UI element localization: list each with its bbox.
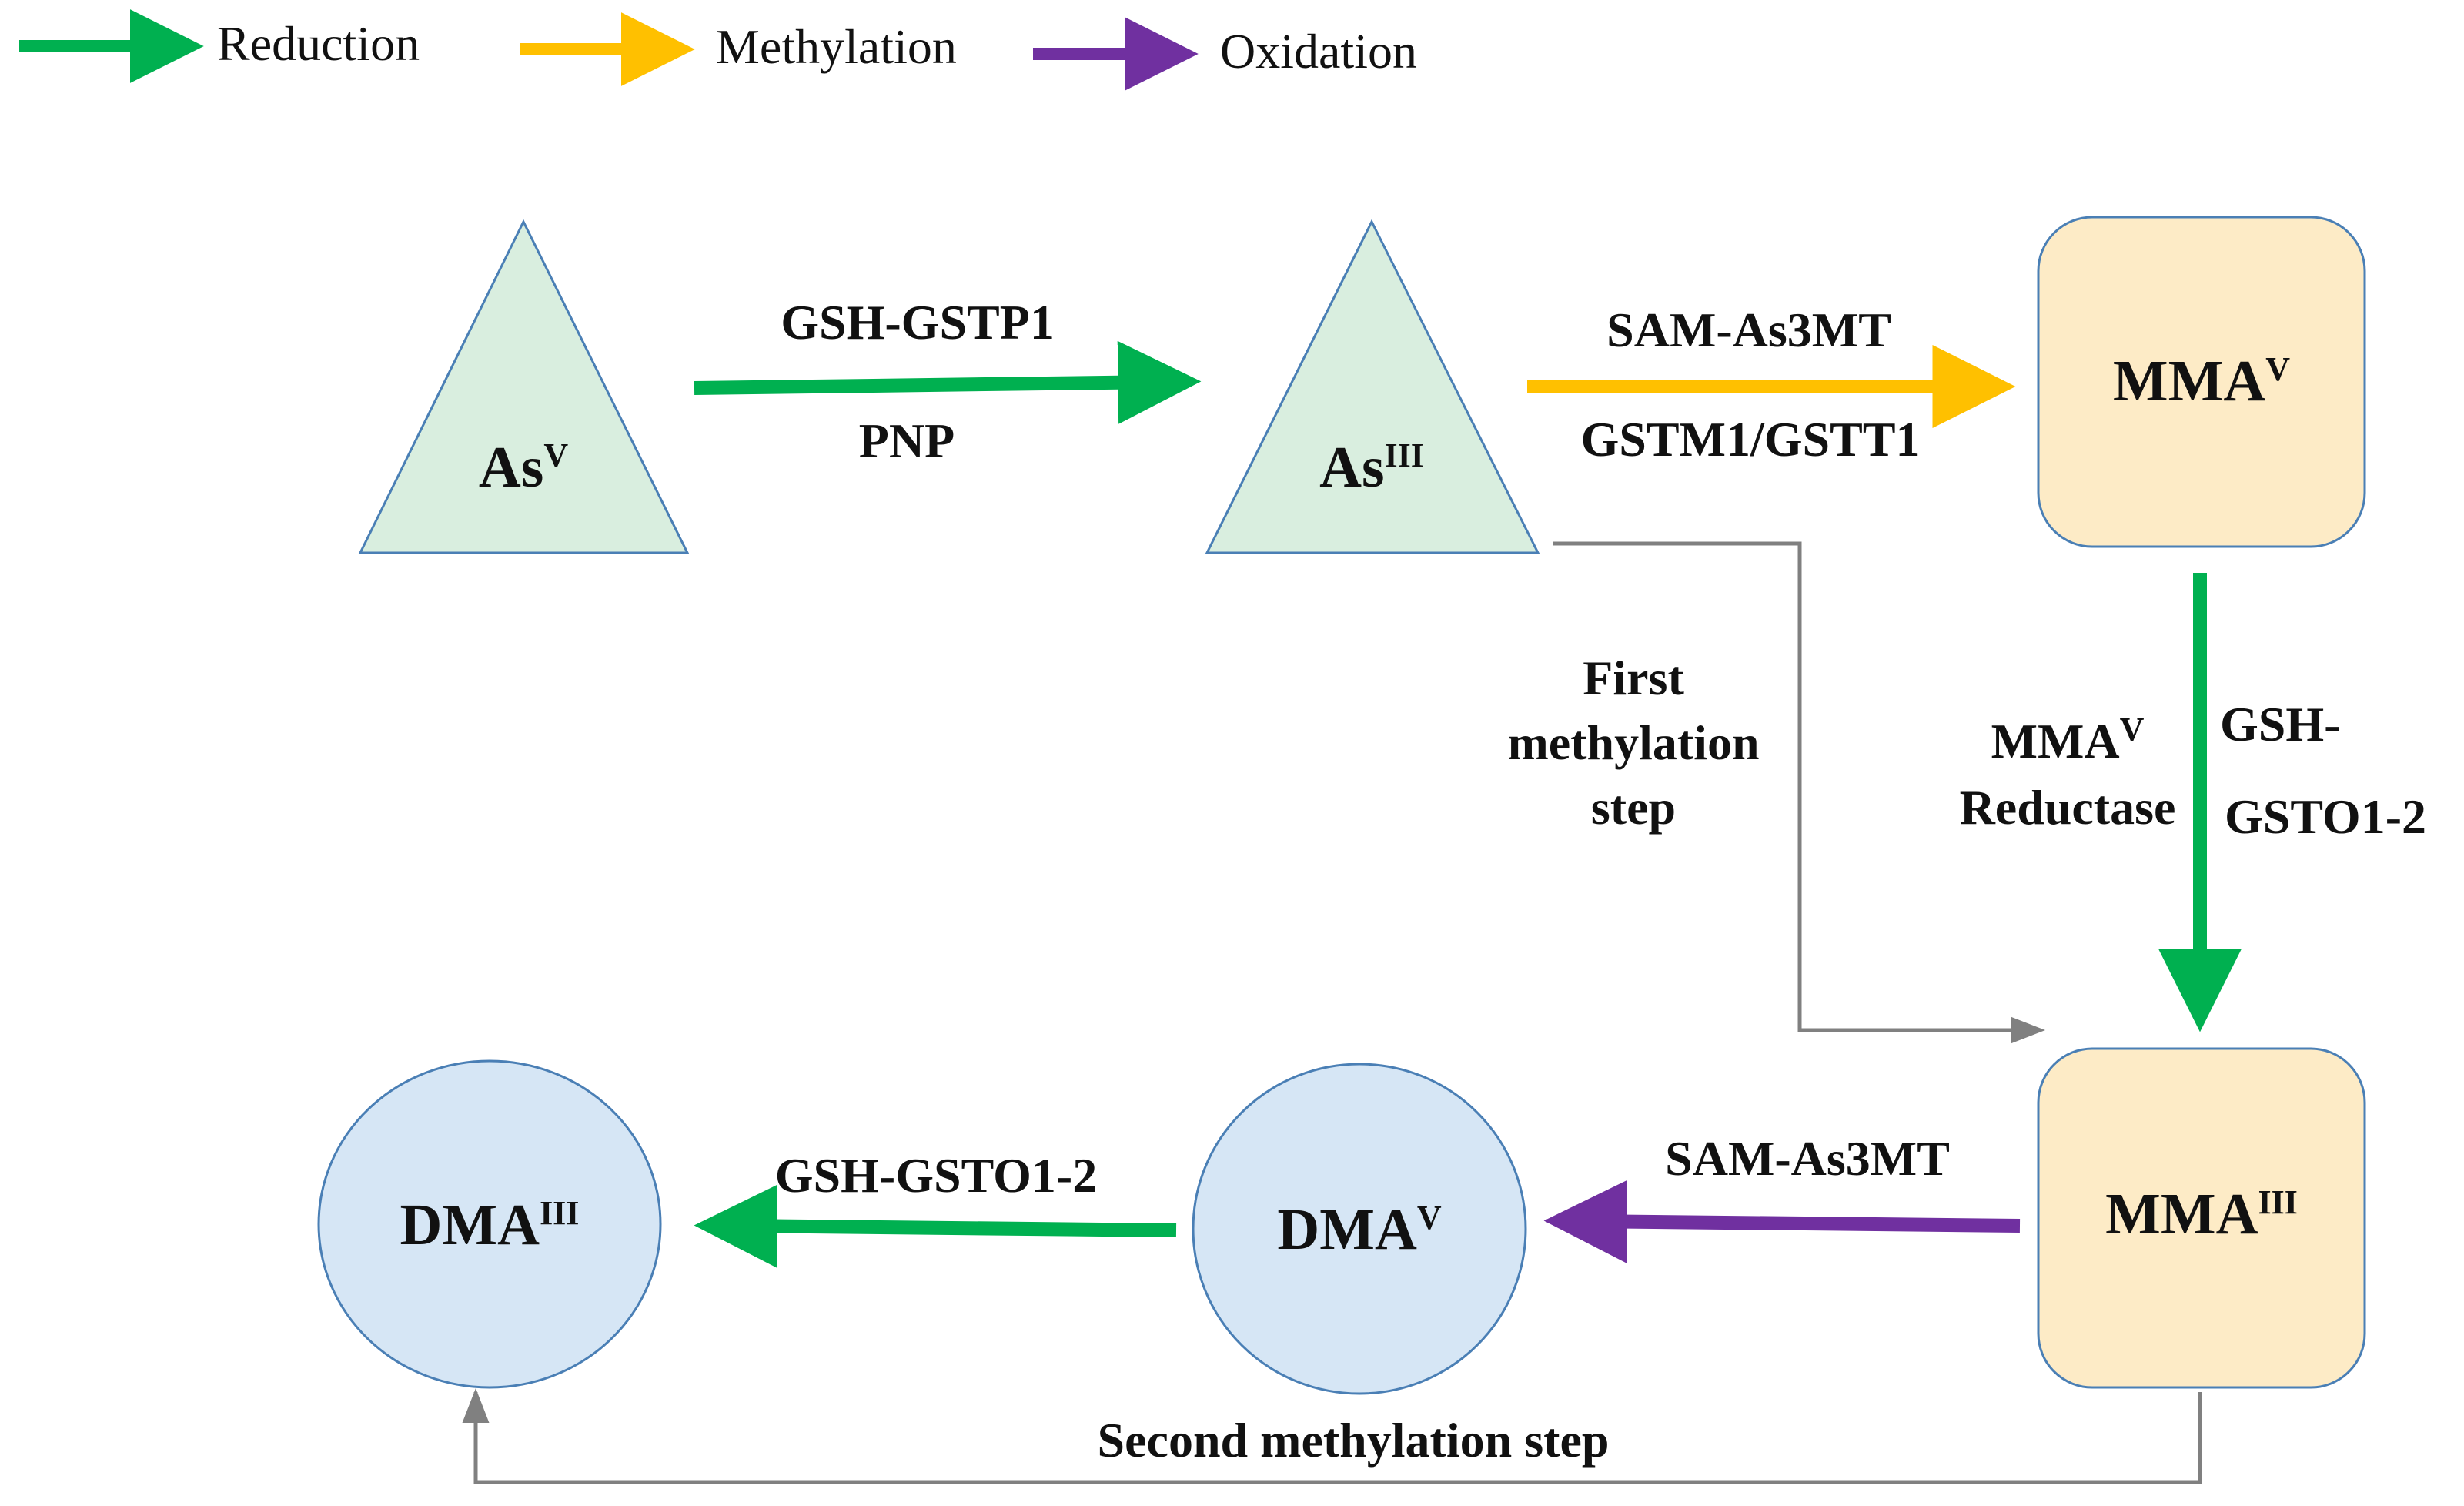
node-dma-iii: DMAIII [317, 1059, 662, 1389]
legend-reduction-label: Reduction [217, 16, 420, 71]
label-mma-v-reductase-line2: Reductase [1960, 780, 2176, 835]
dma-v-circle [1192, 1063, 1527, 1395]
node-mma-v: MMAV [2037, 216, 2366, 548]
as-v-label: AsV [479, 435, 568, 500]
label-gsh-gsto1-2: GSH-GSTO1-2 [775, 1148, 1097, 1203]
dma-iii-label: DMAIII [400, 1193, 580, 1257]
label-gsh-gsto-line2: GSTO1-2 [2225, 789, 2426, 844]
mma-v-box [2037, 216, 2366, 548]
legend-methylation-label: Methylation [716, 19, 957, 74]
label-first-methylation-line2: methylation [1507, 715, 1759, 770]
node-as-v: AsV [358, 219, 690, 554]
arrow-as-v-to-as-iii [694, 340, 1202, 424]
legend-oxidation-label: Oxidation [1220, 24, 1417, 79]
as-iii-label: AsIII [1319, 435, 1424, 500]
dma-v-label: DMAV [1277, 1197, 1442, 1262]
label-sam-as3mt-2: SAM-As3MT [1665, 1131, 1950, 1186]
label-first-methylation-line1: First [1583, 651, 1684, 705]
label-gsh-gstp1: GSH-GSTP1 [781, 295, 1055, 350]
label-second-methylation: Second methylation step [1098, 1413, 1610, 1468]
node-as-iii: AsIII [1205, 219, 1540, 554]
first-methylation-connector [1553, 541, 2045, 1044]
mma-v-label: MMAV [2113, 349, 2290, 413]
arrow-mma-iii-to-dma-v [1543, 1180, 2021, 1263]
legend: Reduction Methylation Oxidation [19, 9, 1417, 91]
dma-iii-circle [317, 1059, 662, 1389]
node-dma-v: DMAV [1192, 1063, 1527, 1395]
label-gsh-gsto-line1: GSH- [2220, 697, 2340, 751]
node-mma-iii: MMAIII [2037, 1047, 2366, 1389]
label-mma-v-reductase-line1: MMAV [1991, 711, 2145, 768]
arrow-dma-v-to-dma-iii [694, 1184, 1177, 1268]
mma-iii-label: MMAIII [2105, 1182, 2298, 1247]
mma-iii-box [2037, 1047, 2366, 1389]
label-first-methylation-line3: step [1591, 780, 1676, 835]
label-gstm1-gstt1: GSTM1/GSTT1 [1581, 412, 1921, 467]
second-methylation-connector [462, 1388, 2202, 1484]
as-iii-triangle [1205, 219, 1540, 554]
label-pnp: PNP [859, 413, 955, 468]
as-v-triangle [358, 219, 690, 554]
label-sam-as3mt-1: SAM-As3MT [1606, 303, 1891, 357]
